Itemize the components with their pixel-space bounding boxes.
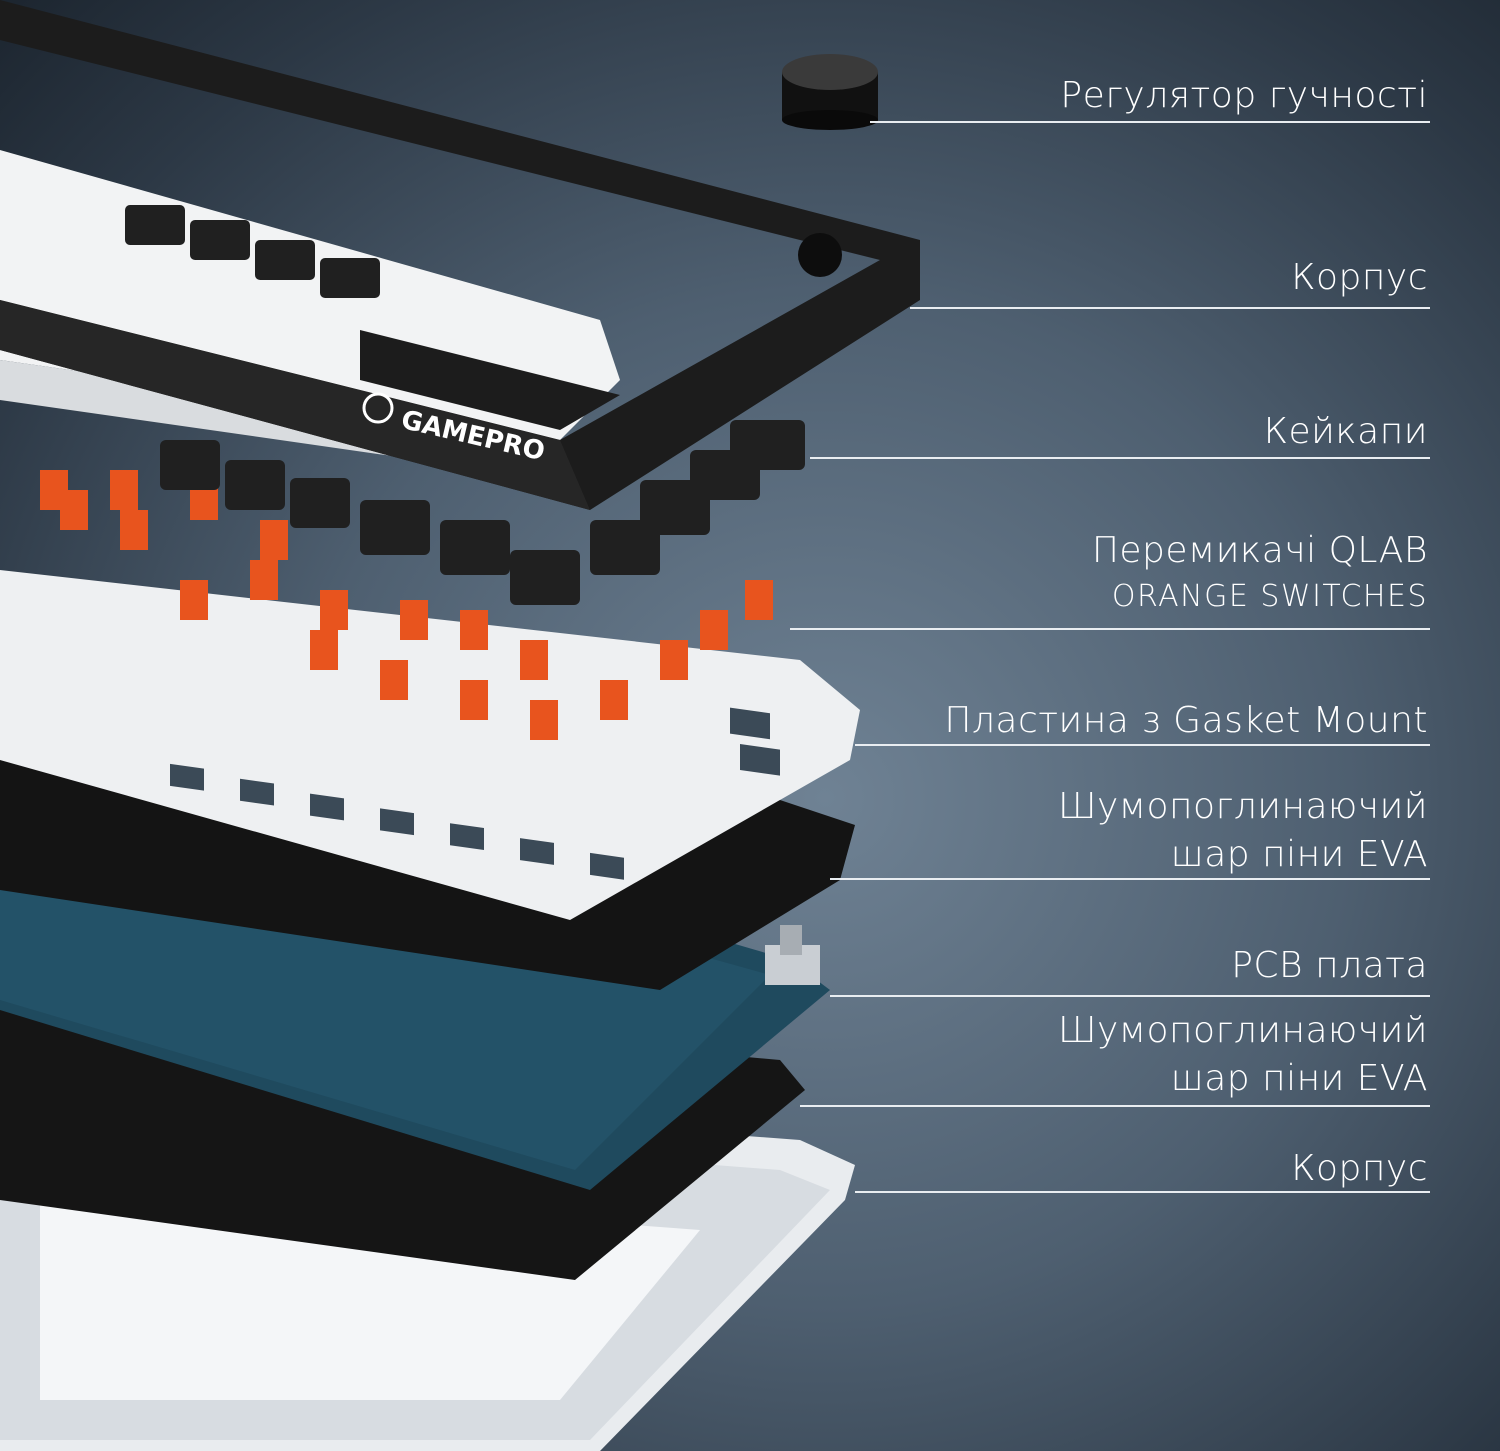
callout-foam-1-label: Шумопоглинаючий шар піни EVA bbox=[1058, 786, 1428, 875]
callout-switches-label: Перемикачі QLAB ORANGE SWITCHES bbox=[1091, 530, 1428, 614]
callout-foam-1-line bbox=[830, 878, 1430, 880]
callout-pcb-line bbox=[830, 995, 1430, 997]
callout-case-bottom-line bbox=[855, 1191, 1430, 1193]
callout-keycaps-label: Кейкапи bbox=[1263, 411, 1428, 452]
callout-keycaps-line bbox=[810, 457, 1430, 459]
switch-array bbox=[40, 470, 773, 740]
callout-case-top-line bbox=[910, 307, 1430, 309]
callout-knob-line bbox=[870, 121, 1430, 123]
callout-case-bottom-label: Корпус bbox=[1291, 1148, 1428, 1189]
callout-foam-2-label: Шумопоглинаючий шар піни EVA bbox=[1058, 1010, 1428, 1099]
callout-case-top-label: Корпус bbox=[1291, 257, 1428, 298]
volume-knob bbox=[782, 54, 878, 130]
callout-plate-line bbox=[855, 744, 1430, 746]
callout-foam-2-line bbox=[800, 1105, 1430, 1107]
callout-switches-line bbox=[790, 628, 1430, 630]
callout-knob-label: Регулятор гучності bbox=[1060, 75, 1428, 116]
top-case-frame bbox=[0, 0, 920, 510]
callout-pcb-label: PCB плата bbox=[1231, 945, 1428, 986]
mounting-plate bbox=[0, 570, 860, 920]
callout-plate-label: Пластина з Gasket Mount bbox=[944, 700, 1428, 741]
